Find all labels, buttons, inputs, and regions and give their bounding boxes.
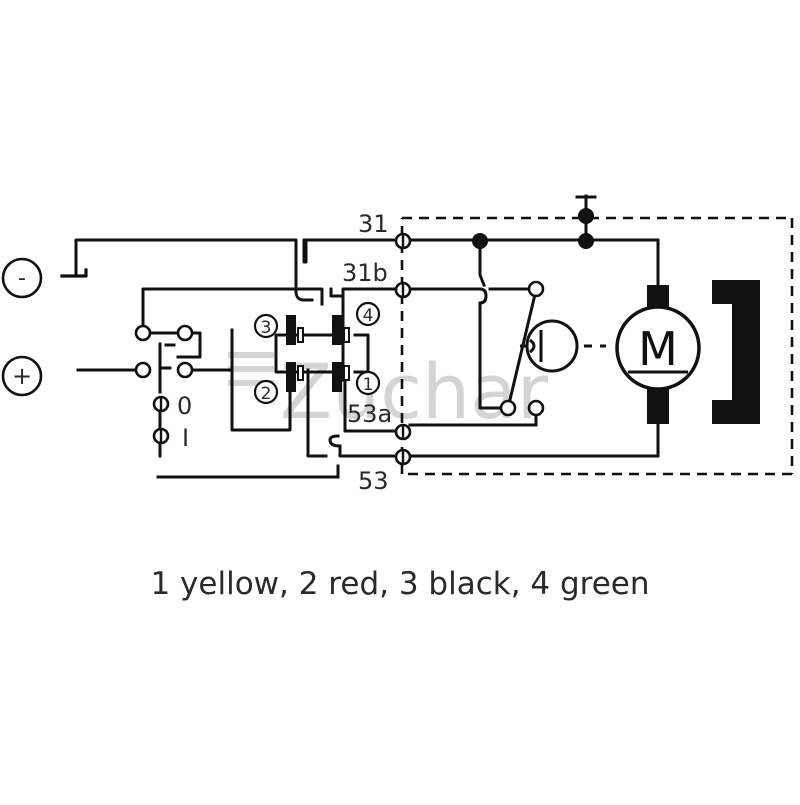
terminal-ticks bbox=[159, 234, 405, 464]
pin-3-label: 3 bbox=[261, 318, 272, 338]
motor-label: M bbox=[638, 322, 678, 376]
terminal-31-label: 31 bbox=[358, 210, 389, 238]
wiring bbox=[60, 194, 660, 479]
terminal-53-label: 53 bbox=[358, 467, 389, 495]
junction-dots bbox=[472, 208, 594, 249]
pin-4-label: 4 bbox=[363, 306, 374, 326]
pin-1-label: 1 bbox=[363, 375, 374, 395]
pin-2-label: 2 bbox=[261, 384, 272, 404]
pin-number-badges: 3 4 2 1 bbox=[253, 301, 381, 405]
negative-terminal: - bbox=[1, 257, 43, 299]
motor-symbol: M bbox=[615, 305, 701, 391]
switch-position-on-label: I bbox=[182, 424, 189, 452]
terminal-53a-label: 53a bbox=[347, 400, 392, 428]
negative-label: - bbox=[18, 266, 26, 291]
positive-label: + bbox=[12, 362, 32, 390]
terminal-31b-label: 31b bbox=[342, 259, 388, 287]
connector-pins bbox=[286, 315, 350, 392]
positive-terminal: + bbox=[1, 355, 43, 397]
watermark-text: Zuchar bbox=[280, 347, 549, 436]
cam-disk bbox=[525, 319, 579, 373]
field-magnet bbox=[712, 280, 760, 424]
switch-position-off-label: 0 bbox=[177, 392, 192, 420]
watermark: Zuchar bbox=[228, 347, 549, 436]
wire-color-legend: 1 yellow, 2 red, 3 black, 4 green bbox=[150, 566, 650, 602]
